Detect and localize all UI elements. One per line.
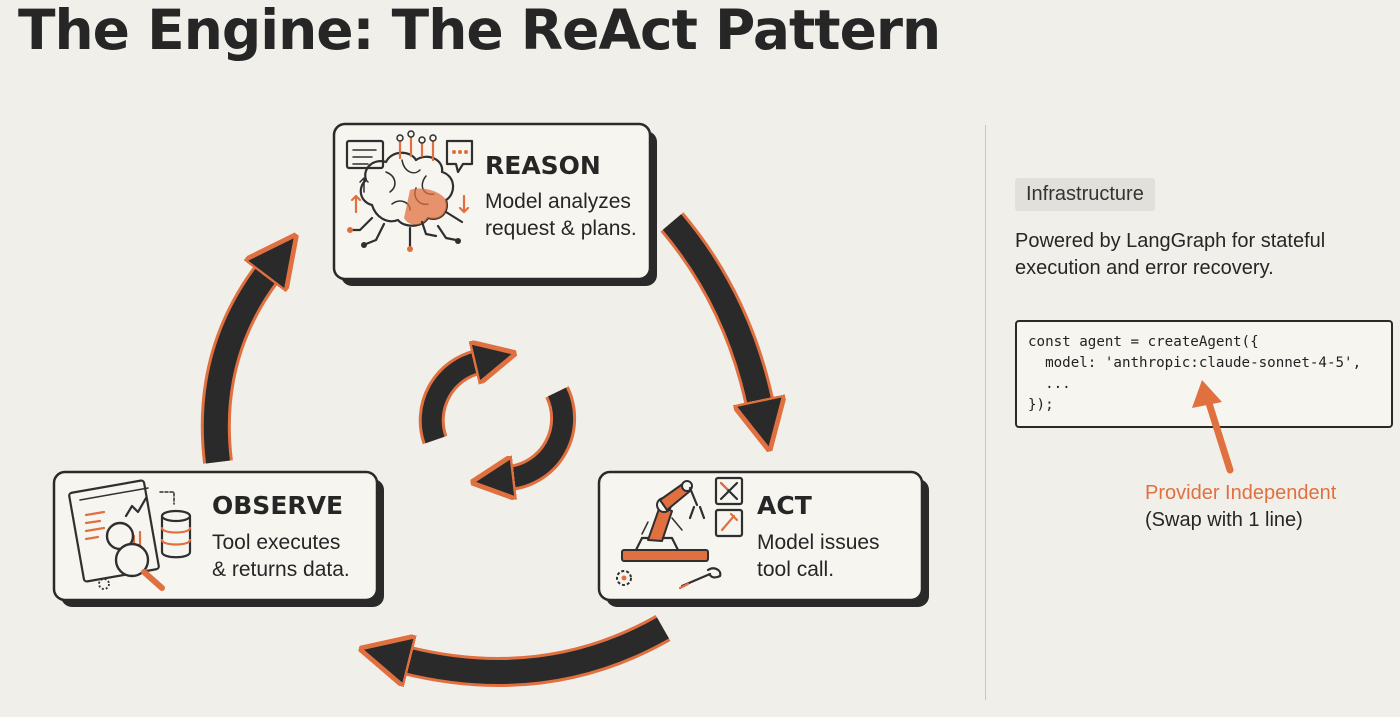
arrow-observe-to-reason — [200, 272, 268, 464]
arrow-act-to-observe — [405, 614, 671, 687]
observe-title: OBSERVE — [212, 491, 343, 520]
arrow-reason-to-act — [660, 212, 760, 405]
provider-independent-subtext: (Swap with 1 line) — [1145, 509, 1303, 531]
act-card: ACT Model issues tool call. — [597, 470, 929, 607]
reason-desc-line2: request & plans. — [485, 217, 637, 240]
infrastructure-tag: Infrastructure — [1015, 178, 1155, 211]
reason-card: REASON Model analyzes request & plans. — [332, 122, 657, 286]
refresh-cycle-icon — [418, 362, 577, 478]
provider-independent-label: Provider Independent — [1145, 482, 1337, 504]
infrastructure-description: Powered by LangGraph for stateful execut… — [1015, 230, 1326, 279]
observe-desc-line2: & returns data. — [212, 558, 350, 581]
observe-desc-line1: Tool executes — [212, 531, 340, 554]
annotation-arrow-icon — [1192, 380, 1234, 474]
magnifier-dashboard-icon — [68, 479, 192, 591]
section-divider — [985, 125, 986, 700]
code-snippet: const agent = createAgent({ model: 'anth… — [1028, 334, 1362, 413]
act-desc-line1: Model issues — [757, 531, 880, 554]
page-title: The Engine: The ReAct Pattern — [18, 0, 941, 62]
observe-card: OBSERVE Tool executes & returns data. — [52, 470, 384, 607]
code-snippet-box: const agent = createAgent({ model: 'anth… — [1015, 320, 1393, 428]
robot-arm-icon — [616, 476, 744, 590]
act-desc-line2: tool call. — [757, 558, 834, 581]
reason-desc-line1: Model analyzes — [485, 190, 631, 213]
react-cycle-diagram: REASON Model analyzes request & plans. — [52, 122, 929, 687]
brain-circuit-icon — [345, 130, 474, 252]
reason-title: REASON — [485, 151, 601, 180]
act-title: ACT — [757, 491, 812, 520]
